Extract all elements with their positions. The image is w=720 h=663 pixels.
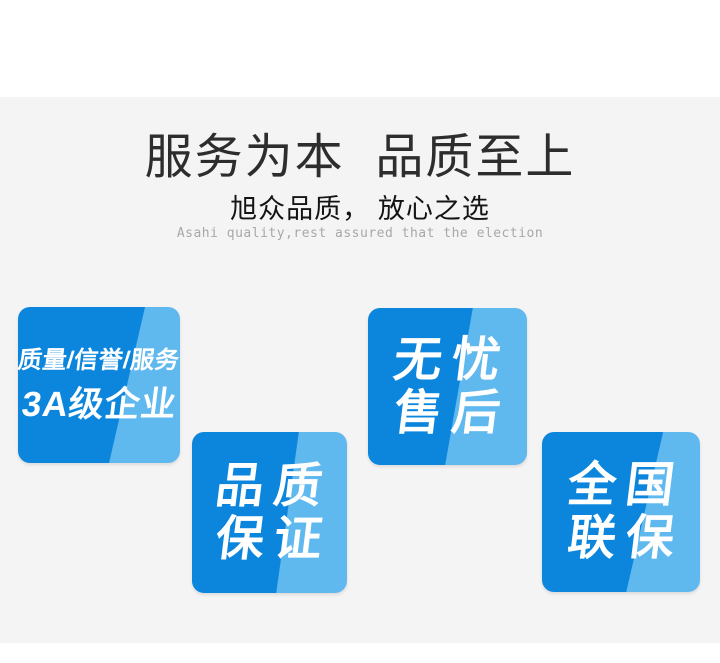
badge-3a-enterprise: 质量/信誉/服务 3A级企业 bbox=[16, 307, 182, 463]
badge-line-joint-warranty: 联保 bbox=[564, 512, 688, 565]
subtitle: 旭众品质， 放心之选 bbox=[230, 194, 490, 224]
badge-line-quality: 品质 bbox=[213, 459, 336, 513]
badge-line-quality-reputation-service: 质量/信誉/服务 bbox=[16, 346, 182, 374]
badge-nationwide-warranty: 全国 联保 bbox=[542, 432, 700, 592]
badge-line-guarantee: 保证 bbox=[213, 512, 336, 566]
badge-quality-guarantee: 品质 保证 bbox=[192, 432, 347, 593]
badge-line-worry-free: 无忧 bbox=[391, 333, 514, 387]
badge-line-nationwide: 全国 bbox=[564, 459, 688, 512]
badge-line-3a-enterprise: 3A级企业 bbox=[19, 384, 179, 424]
subtitle-english: Asahi quality,rest assured that the elec… bbox=[176, 226, 544, 241]
badge-line-aftersales: 售后 bbox=[391, 386, 514, 440]
badge-worry-free-aftersales: 无忧 售后 bbox=[368, 308, 527, 465]
page-title: 服务为本 品质至上 bbox=[144, 131, 576, 184]
